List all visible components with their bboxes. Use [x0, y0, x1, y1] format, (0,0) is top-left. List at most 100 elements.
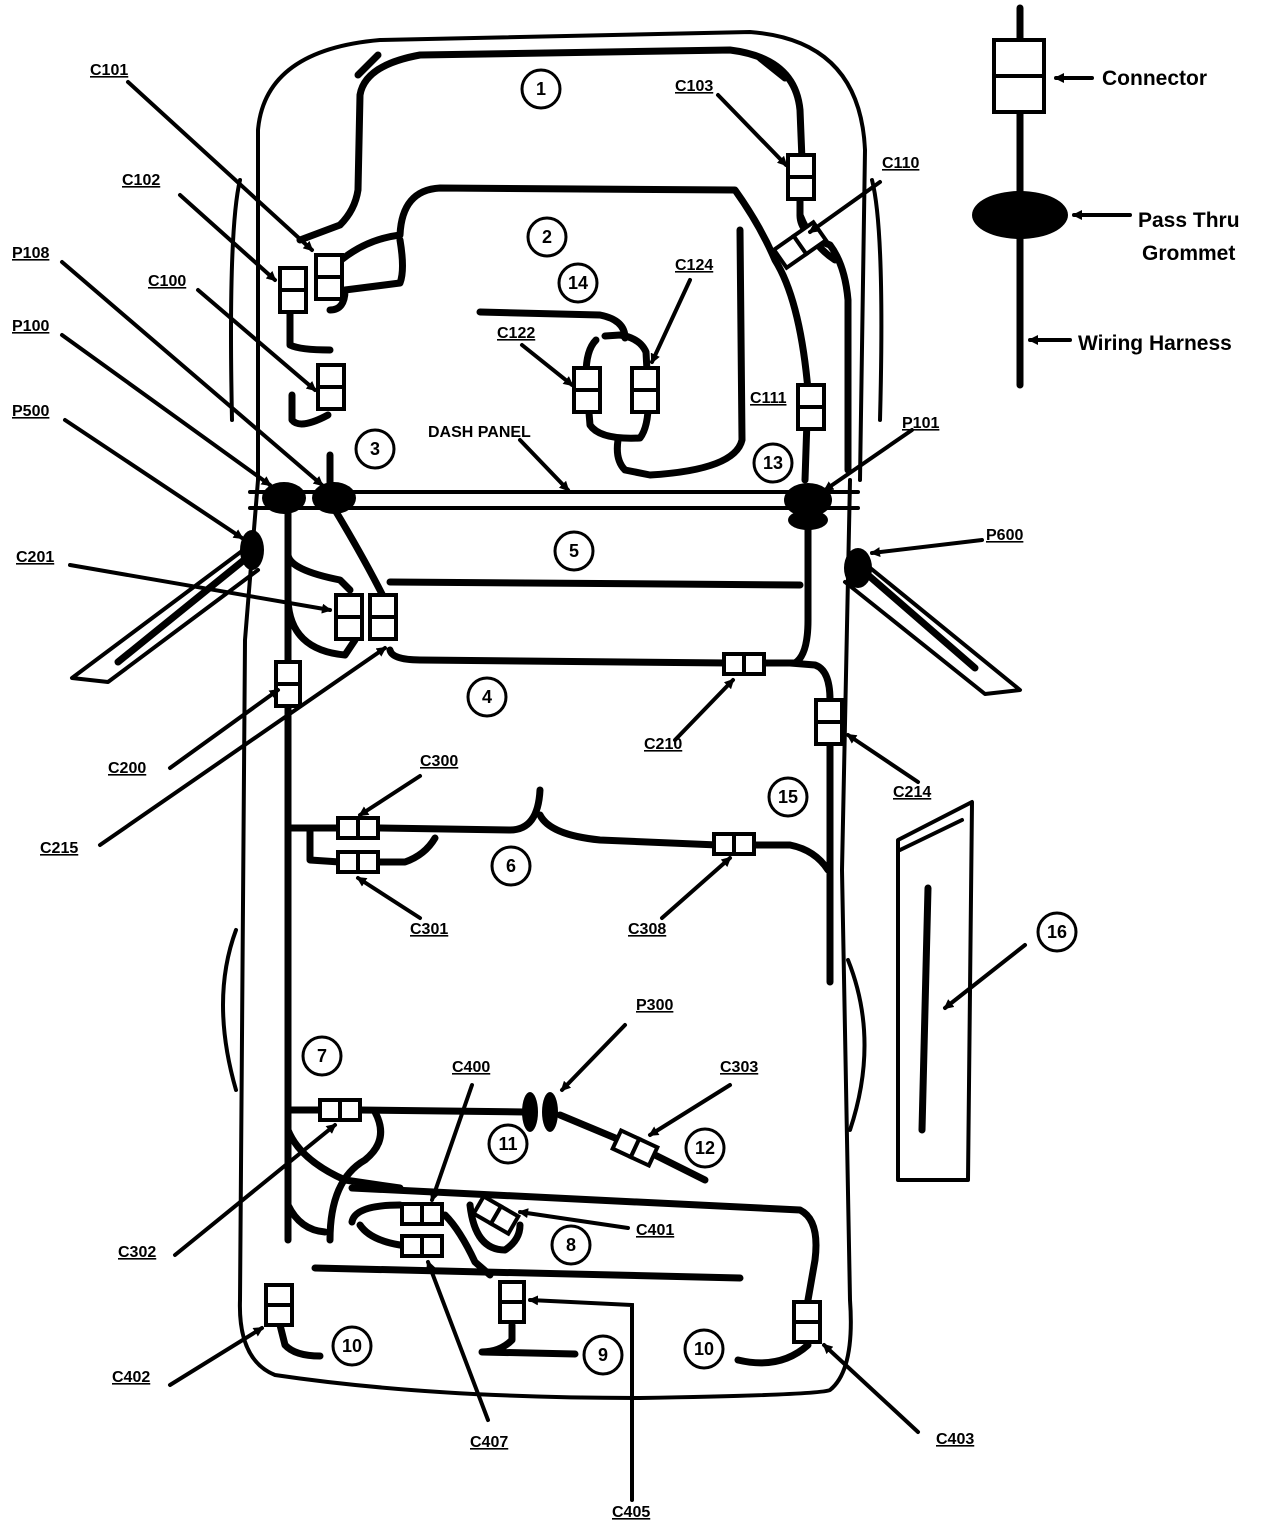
connector-c303 — [609, 1127, 661, 1169]
svg-text:4: 4 — [482, 687, 492, 707]
callout-8: 8 — [550, 1224, 592, 1266]
connector-c402 — [264, 1283, 294, 1327]
label-c300: C300 — [420, 753, 458, 770]
callout-14: 14 — [557, 262, 599, 304]
svg-text:9: 9 — [598, 1345, 608, 1365]
wiring-harness-lines — [276, 46, 852, 1367]
label-c103: C103 — [675, 78, 713, 95]
connector-c400 — [400, 1202, 444, 1226]
grommet-p108 — [312, 482, 356, 514]
svg-text:16: 16 — [1047, 922, 1067, 942]
label-c402: C402 — [112, 1369, 150, 1386]
svg-text:15: 15 — [778, 787, 798, 807]
grommet-p100 — [262, 482, 306, 514]
legend-grommet-label-line1: Pass Thru — [1138, 209, 1240, 232]
label-c302: C302 — [118, 1244, 156, 1261]
label-c400: C400 — [452, 1059, 490, 1076]
callout-15: 15 — [767, 776, 809, 818]
label-c401: C401 — [636, 1222, 674, 1239]
callout-5: 5 — [553, 530, 595, 572]
label-c122: C122 — [497, 325, 535, 342]
numbered-callouts: 1 2 3 4 5 6 7 8 9 10 10 11 12 13 14 15 1… — [301, 68, 1078, 1376]
callout-4: 4 — [466, 676, 508, 718]
label-c215: C215 — [40, 840, 78, 857]
svg-text:7: 7 — [317, 1046, 327, 1066]
svg-text:10: 10 — [694, 1339, 714, 1359]
svg-text:12: 12 — [695, 1138, 715, 1158]
connector-c124 — [630, 366, 660, 414]
svg-text:14: 14 — [568, 273, 588, 293]
callout-10-left: 10 — [331, 1325, 373, 1367]
dash-panel-label: DASH PANEL — [428, 424, 531, 441]
connector-c214 — [814, 698, 844, 746]
callout-11: 11 — [487, 1123, 529, 1165]
callout-7: 7 — [301, 1035, 343, 1077]
legend: Connector Pass Thru Grommet Wiring Harne… — [972, 4, 1240, 389]
label-p600: P600 — [986, 527, 1023, 544]
pass-thru-grommets — [240, 482, 872, 1132]
label-c201: C201 — [16, 549, 54, 566]
connector-c300 — [336, 816, 380, 840]
connector-c401 — [470, 1193, 522, 1237]
svg-text:10: 10 — [342, 1336, 362, 1356]
grommet-p500 — [240, 530, 264, 570]
component-labels: C101 C102 C100 P108 P100 P500 C201 C200 … — [12, 62, 1023, 1521]
callout-9: 9 — [582, 1334, 624, 1376]
connector-c215 — [368, 593, 398, 641]
svg-text:3: 3 — [370, 439, 380, 459]
label-c301: C301 — [410, 921, 448, 938]
label-c214: C214 — [893, 784, 931, 801]
label-c111: C111 — [750, 390, 787, 407]
leader-arrows — [60, 80, 1027, 1502]
label-c405: C405 — [612, 1504, 650, 1521]
svg-text:11: 11 — [498, 1134, 517, 1154]
legend-harness-label: Wiring Harness — [1078, 332, 1232, 355]
label-c101: C101 — [90, 62, 128, 79]
callout-12: 12 — [684, 1127, 726, 1169]
label-c102: C102 — [122, 172, 160, 189]
label-c303: C303 — [720, 1059, 758, 1076]
label-c308: C308 — [628, 921, 666, 938]
connector-c100 — [316, 363, 346, 411]
connector-c110 — [771, 219, 829, 271]
callout-13: 13 — [752, 442, 794, 484]
connector-c403 — [792, 1300, 822, 1344]
connector-c200 — [274, 660, 302, 708]
grommet-p300-b — [542, 1092, 558, 1132]
connector-c301 — [336, 850, 380, 874]
callout-10-right: 10 — [683, 1328, 725, 1370]
label-p500: P500 — [12, 403, 49, 420]
legend-connector-symbol — [992, 38, 1046, 114]
grommet-p300-a — [522, 1092, 538, 1132]
label-c110: C110 — [882, 155, 919, 172]
connector-c302 — [318, 1098, 362, 1122]
legend-grommet-symbol — [972, 191, 1068, 239]
label-c407: C407 — [470, 1434, 508, 1451]
svg-text:2: 2 — [542, 227, 552, 247]
label-p108: P108 — [12, 245, 49, 262]
connector-c308 — [712, 832, 756, 856]
svg-text:13: 13 — [763, 453, 783, 473]
legend-connector-label: Connector — [1102, 67, 1207, 90]
label-p300: P300 — [636, 997, 673, 1014]
svg-text:1: 1 — [536, 79, 546, 99]
connector-c210 — [722, 652, 766, 676]
legend-grommet-label-line2: Grommet — [1142, 242, 1235, 265]
label-c124: C124 — [675, 257, 713, 274]
grommet-p600 — [844, 548, 872, 588]
connector-c101 — [314, 253, 344, 301]
callout-3: 3 — [354, 428, 396, 470]
callout-1: 1 — [520, 68, 562, 110]
svg-text:6: 6 — [506, 856, 516, 876]
connector-c407 — [400, 1234, 444, 1258]
connector-c405 — [498, 1280, 526, 1324]
label-c210: C210 — [644, 736, 682, 753]
callout-2: 2 — [526, 216, 568, 258]
connector-c103 — [786, 153, 816, 201]
label-c403: C403 — [936, 1431, 974, 1448]
connector-blocks — [264, 153, 844, 1344]
grommet-p101 — [784, 483, 832, 517]
connector-c122 — [572, 366, 602, 414]
connector-c102 — [278, 266, 308, 314]
